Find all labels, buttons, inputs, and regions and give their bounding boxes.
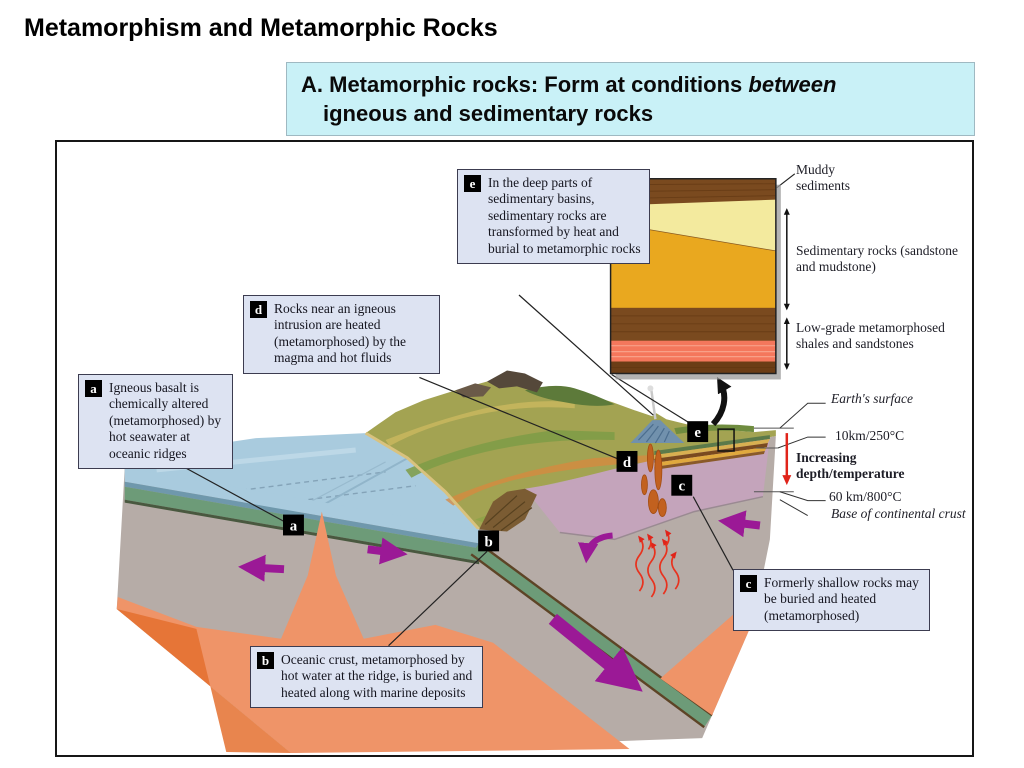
callout-c: c Formerly shallow rocks may be buried a… bbox=[733, 569, 930, 632]
callout-c-text: Formerly shallow rocks may be buried and… bbox=[764, 575, 919, 623]
subtitle-emphasis: between bbox=[748, 72, 837, 97]
diagram-markers: a b c d e bbox=[283, 421, 709, 552]
label-increasing-depth: Increasing depth/temperature bbox=[796, 450, 905, 482]
marker-d: d bbox=[616, 450, 638, 472]
svg-text:a: a bbox=[290, 518, 298, 534]
depth-scale-graphics bbox=[753, 402, 826, 516]
label-10km: 10km/250°C bbox=[835, 428, 905, 443]
label-lowgrade-metamorphosed: Low-grade metamorphosed shales and sands… bbox=[796, 320, 945, 352]
callout-a-chip: a bbox=[85, 380, 102, 397]
svg-text:d: d bbox=[623, 455, 632, 471]
label-base-continental-crust: Base of continental crust bbox=[831, 506, 966, 521]
callout-e: e In the deep parts of sedimentary basin… bbox=[457, 169, 650, 265]
spreading-arrow-right bbox=[367, 537, 408, 565]
inset-pointer-arrow bbox=[710, 377, 732, 427]
rocky-ridge bbox=[487, 370, 543, 393]
marker-e: e bbox=[687, 421, 709, 443]
callout-a: a Igneous basalt is chemically altered (… bbox=[78, 374, 233, 470]
volcano bbox=[630, 385, 685, 444]
marker-c: c bbox=[671, 474, 693, 496]
eruption-plume bbox=[650, 390, 657, 420]
subtitle-line2: igneous and sedimentary rocks bbox=[323, 100, 654, 126]
hot-fluid-arrows bbox=[635, 529, 680, 598]
callout-b-chip: b bbox=[257, 652, 274, 669]
ridge-magma bbox=[307, 511, 336, 576]
geology-diagram: a b c d e bbox=[116, 173, 826, 754]
spreading-arrow-left bbox=[238, 554, 285, 582]
marker-a: a bbox=[283, 514, 304, 536]
svg-text:e: e bbox=[694, 425, 701, 441]
callout-e-chip: e bbox=[464, 175, 481, 192]
callout-d-text: Rocks near an igneous intrusion are heat… bbox=[274, 301, 406, 366]
plate-motion-arrows bbox=[238, 510, 761, 692]
continent-arrow bbox=[718, 510, 761, 538]
subtitle-line1: A. Metamorphic rocks: Form at conditions… bbox=[301, 72, 837, 97]
marker-b: b bbox=[478, 530, 500, 552]
label-muddy-sediments: Muddy sediments bbox=[796, 162, 850, 194]
page-title: Metamorphism and Metamorphic Rocks bbox=[24, 14, 498, 42]
label-60km: 60 km/800°C bbox=[829, 489, 902, 504]
leader-lines bbox=[174, 173, 796, 647]
callout-e-text: In the deep parts of sedimentary basins,… bbox=[488, 175, 641, 256]
callout-b: b Oceanic crust, metamorphosed by hot wa… bbox=[250, 646, 483, 709]
subtitle-box: A. Metamorphic rocks: Form at conditions… bbox=[286, 62, 975, 136]
callout-d: d Rocks near an igneous intrusion are he… bbox=[243, 295, 440, 374]
coastline bbox=[364, 431, 481, 531]
accretionary-wedge bbox=[479, 488, 537, 532]
callout-d-chip: d bbox=[250, 301, 267, 318]
svg-text:c: c bbox=[678, 479, 685, 495]
callout-a-text: Igneous basalt is chemically altered (me… bbox=[109, 380, 222, 461]
magma-intrusion bbox=[641, 443, 667, 517]
basin-strata bbox=[654, 435, 770, 470]
svg-text:b: b bbox=[484, 534, 492, 550]
label-earths-surface: Earth's surface bbox=[831, 391, 914, 406]
label-sedimentary-rocks: Sedimentary rocks (sandstone and mudston… bbox=[796, 243, 958, 275]
zoom-area-rect bbox=[717, 428, 735, 452]
corner-flow-arrow bbox=[578, 532, 613, 564]
strata-inset bbox=[609, 178, 781, 380]
subduction-arrow bbox=[548, 613, 643, 692]
callout-b-text: Oceanic crust, metamorphosed by hot wate… bbox=[281, 652, 473, 700]
callout-c-chip: c bbox=[740, 575, 757, 592]
